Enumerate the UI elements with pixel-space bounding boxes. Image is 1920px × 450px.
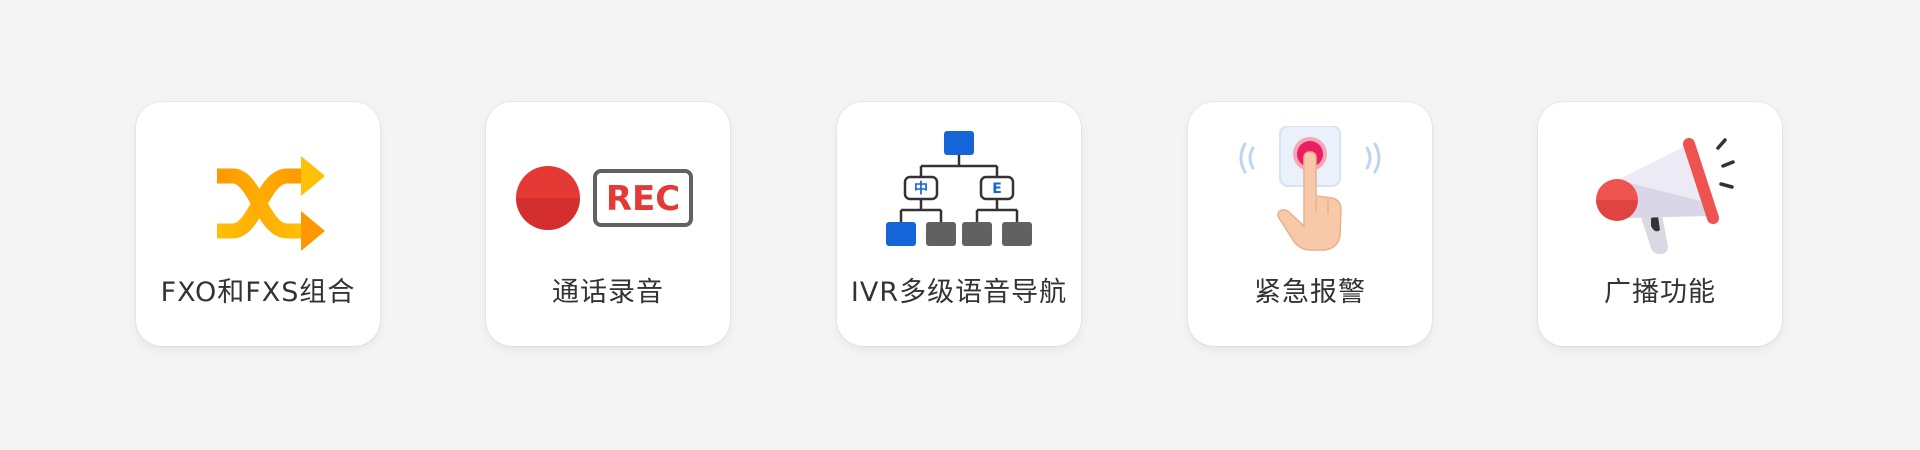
shuffle-arrows-icon: [217, 156, 325, 251]
feature-label: 广播功能: [1604, 277, 1716, 308]
feature-card-emergency-alarm[interactable]: 紧急报警: [1188, 102, 1432, 346]
ivr-tree-icon: 中 E: [886, 131, 1032, 246]
feature-label: 通话录音: [552, 277, 664, 308]
feature-label: 紧急报警: [1254, 277, 1366, 308]
rec-badge-text: REC: [606, 179, 680, 219]
record-rec-icon: REC: [516, 166, 693, 230]
feature-card-call-recording[interactable]: REC 通话录音: [486, 102, 730, 346]
alarm-button-icon: [1239, 126, 1381, 251]
feature-label: IVR多级语音导航: [850, 277, 1068, 308]
feature-card-ivr[interactable]: 中 E IVR多级语音导航: [837, 102, 1081, 346]
ivr-node-label: E: [992, 181, 1002, 197]
feature-card-broadcast[interactable]: 广播功能: [1538, 102, 1782, 346]
feature-label: FXO和FXS组合: [160, 277, 356, 308]
megaphone-icon: [1596, 137, 1735, 254]
feature-card-fxo-fxs[interactable]: FXO和FXS组合: [136, 102, 380, 346]
ivr-node-label: 中: [914, 180, 928, 197]
